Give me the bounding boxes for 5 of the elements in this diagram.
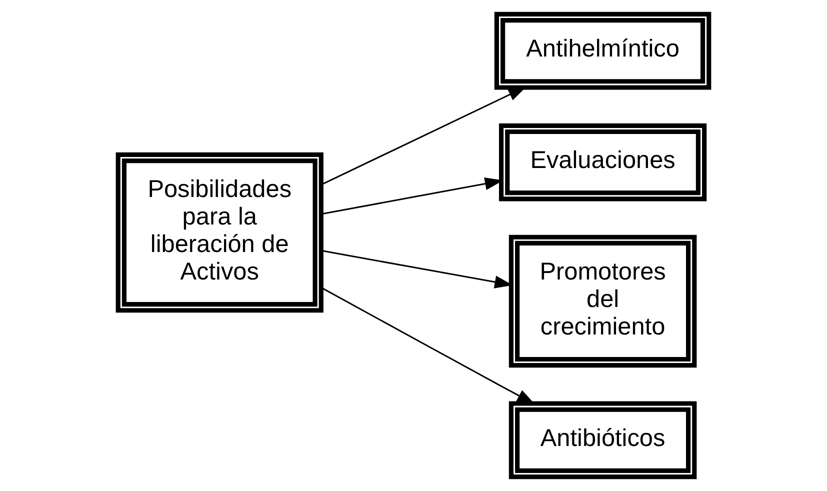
node-box: Antibióticos: [508, 401, 697, 480]
node-box: Antihelmíntico: [494, 12, 712, 90]
node-box: Promotores del crecimiento: [508, 234, 697, 368]
node-box: Evaluaciones: [498, 123, 707, 202]
node-box: Posibilidades para la liberación de Activos: [116, 152, 324, 313]
